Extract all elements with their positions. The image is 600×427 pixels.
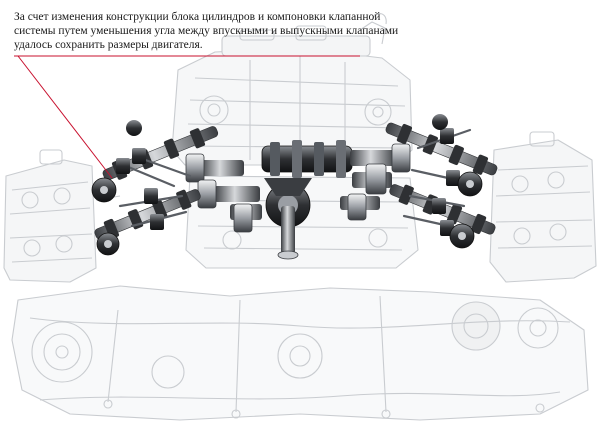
timing-cover-ghost [11, 285, 589, 421]
annotation-line-1: За счет изменения конструкции блока цили… [14, 11, 381, 23]
annotation-line-3: удалось сохранить размеры двигателя. [14, 39, 203, 51]
annotation-line-2: системы путем уменьшения угла между впус… [14, 25, 399, 37]
left-valvetrain [91, 120, 219, 256]
callout-leader-diagonal [17, 55, 113, 179]
callout-leader [14, 55, 360, 179]
left-head-ghost [3, 149, 121, 283]
upper-block-ghost [171, 13, 413, 166]
annotation-text: За счет изменения конструкции блока цили… [14, 10, 399, 52]
right-valvetrain [385, 114, 498, 249]
right-head-ghost [489, 131, 597, 283]
left-pistons [185, 153, 262, 233]
crankshaft [261, 140, 353, 260]
right-pistons [340, 143, 411, 221]
